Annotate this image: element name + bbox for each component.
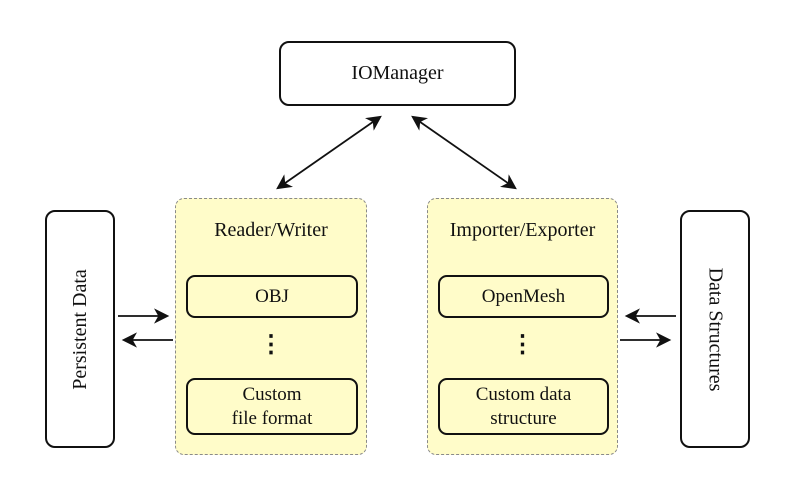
reader-writer-container: Reader/Writer OBJ ⋮ Custom file format: [175, 198, 367, 455]
reader-writer-ellipsis: ⋮: [259, 332, 283, 358]
reader-writer-title: Reader/Writer: [214, 219, 328, 241]
importer-exporter-container: Importer/Exporter OpenMesh ⋮ Custom data…: [427, 198, 618, 455]
custom-file-format-line1: Custom: [242, 383, 302, 405]
custom-file-format-node: Custom file format: [186, 378, 358, 435]
custom-file-format-line2: file format: [231, 407, 313, 429]
data-structures-label: Data Structures: [704, 267, 727, 391]
persistent-data-label: Persistent Data: [68, 268, 91, 390]
iomanager-label: IOManager: [351, 62, 444, 84]
importer-exporter-title: Importer/Exporter: [449, 219, 596, 241]
iomanager-node: IOManager: [279, 41, 516, 106]
arrow-iomanager-readerwriter: [276, 115, 382, 190]
custom-data-structure-line1: Custom data: [475, 383, 572, 405]
persistent-data-node: Persistent Data: [45, 210, 115, 448]
importer-exporter-ellipsis: ⋮: [510, 332, 535, 358]
obj-node: OBJ: [186, 275, 358, 318]
custom-data-structure-line2: structure: [490, 407, 557, 429]
obj-label: OBJ: [255, 285, 289, 307]
data-structures-node: Data Structures: [680, 210, 750, 448]
openmesh-label: OpenMesh: [481, 285, 566, 307]
openmesh-node: OpenMesh: [438, 275, 609, 318]
custom-data-structure-node: Custom data structure: [438, 378, 609, 435]
arrow-iomanager-importerexporter: [411, 115, 517, 190]
